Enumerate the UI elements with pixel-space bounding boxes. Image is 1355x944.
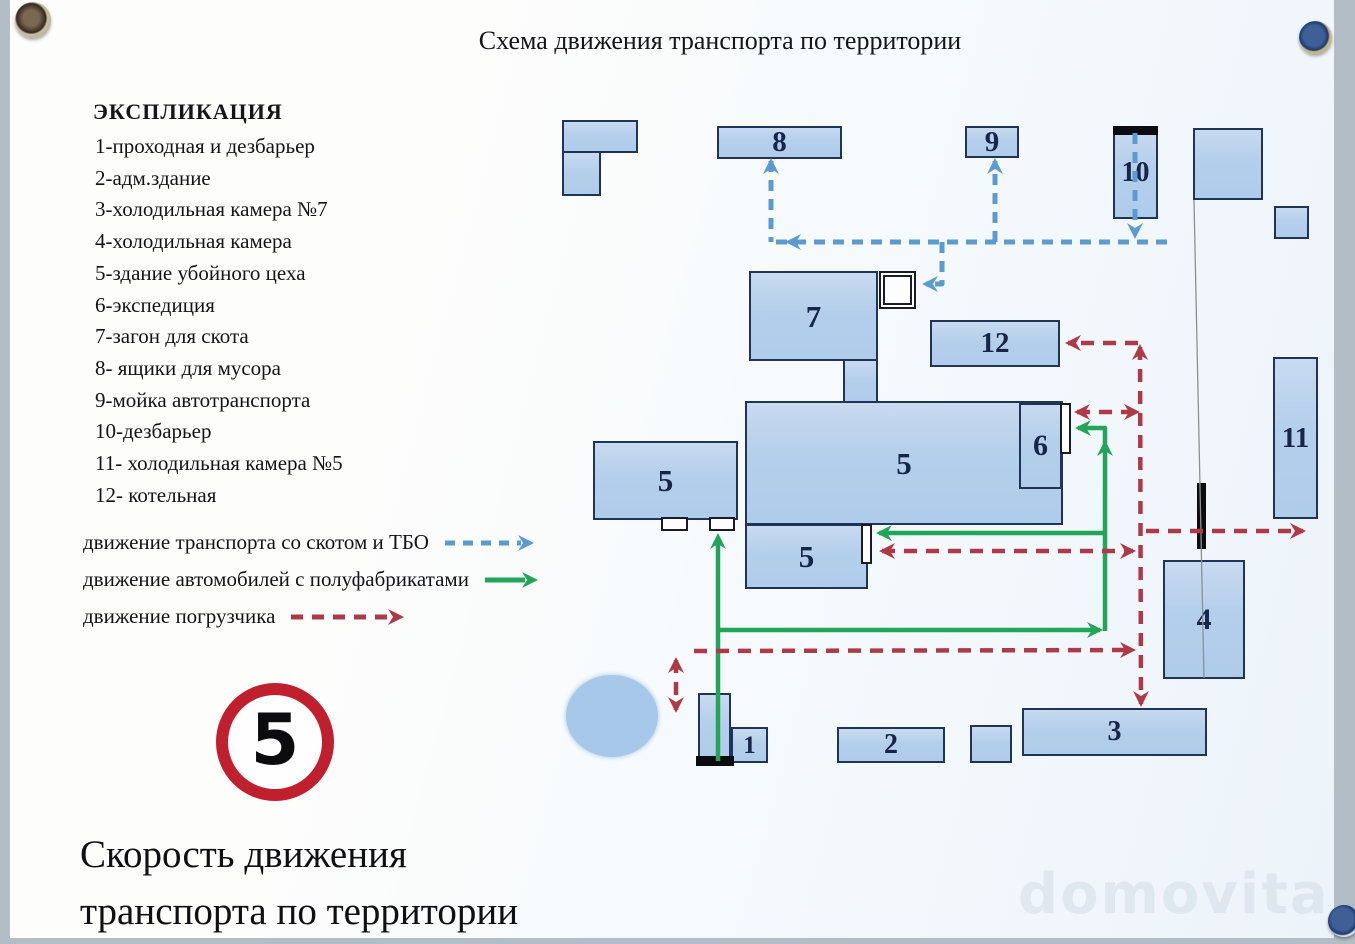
building-label: 10 [1121, 157, 1150, 188]
caption-line-1: Скорость движения [80, 833, 407, 876]
building-5: 5 [745, 524, 868, 589]
building-2: 2 [837, 727, 945, 763]
flow-legend-arrow-icon [484, 571, 538, 588]
legend-heading: ЭКСПЛИКАЦИЯ [93, 99, 283, 124]
building-6: 6 [1019, 403, 1062, 489]
building-label: 4 [1196, 602, 1212, 636]
legend-items: 1-проходная и дезбарьер 2-адм.здание 3-хол… [95, 131, 515, 511]
legend-item: 7-загон для скота [95, 324, 249, 349]
building-label: 1 [743, 731, 756, 759]
building-label: 3 [1107, 716, 1122, 747]
legend-item: 1-проходная и дезбарьер [95, 134, 315, 158]
door-marker [861, 524, 872, 564]
building-4: 4 [1163, 560, 1245, 679]
caption: Скорость движения транспорта по территор… [80, 826, 518, 940]
speed-limit-value: 5 [250, 699, 300, 781]
gate-bar [1113, 126, 1158, 135]
legend-item: 9-мойка автотранспорта [95, 387, 311, 412]
building-label: 11 [1281, 421, 1310, 454]
pushpin-top-right-icon [1299, 21, 1332, 54]
legend-item: 6-экспедиция [95, 292, 215, 317]
building-unlabeled [562, 120, 638, 153]
door-marker [661, 517, 688, 531]
flow-legend-label: движение погрузчика [83, 604, 276, 628]
flow-legend-row: движение автомобилей с полуфабрикатами [83, 561, 541, 598]
speed-limit-sign: 5 [216, 683, 334, 801]
building-7: 7 [749, 271, 878, 361]
flow-legend-arrow-icon [291, 608, 405, 625]
door-marker-inner [883, 275, 912, 305]
building-label: 5 [896, 445, 912, 481]
pond [566, 675, 658, 757]
flow-legend-label: движение автомобилей с полуфабрикатами [83, 567, 469, 591]
door-marker [1060, 403, 1071, 454]
building-label: 5 [798, 539, 815, 574]
legend-item: 11- холодильная камера №5 [95, 451, 343, 476]
building-5: 5 [745, 401, 1063, 525]
flow-legend-label: движение транспорта со скотом и ТБО [83, 530, 429, 554]
building-unlabeled [970, 725, 1012, 763]
legend-item: 4-холодильная камера [95, 229, 292, 254]
building-5: 5 [593, 441, 738, 520]
legend-item: 3-холодильная камера №7 [95, 197, 328, 222]
building-unlabeled [1193, 128, 1263, 200]
building-unlabeled [1274, 206, 1309, 239]
building-12: 12 [930, 320, 1060, 367]
door-marker [709, 517, 735, 531]
page-title: Схема движения транспорта по территории [478, 26, 962, 55]
building-unlabeled [562, 151, 601, 196]
gate-bar [1197, 483, 1206, 549]
watermark: domovita [1018, 862, 1330, 927]
building-label: 5 [657, 463, 674, 498]
building-9: 9 [965, 126, 1019, 158]
building-unlabeled [843, 359, 878, 403]
legend-item: 10-дезбарьер [95, 419, 212, 444]
pushpin-top-left-icon [15, 2, 51, 38]
building-11: 11 [1273, 357, 1318, 519]
building-8: 8 [717, 126, 842, 159]
caption-line-2: транспорта по территории [80, 890, 519, 933]
building-unlabeled [698, 693, 731, 762]
legend-item: 8- ящики для мусора [95, 355, 282, 380]
building-label: 12 [980, 327, 1010, 359]
building-1: 1 [731, 727, 768, 763]
building-label: 6 [1033, 429, 1048, 462]
building-label: 2 [884, 729, 898, 760]
flow-legend-row: движение погрузчика [83, 598, 541, 635]
door-marker [879, 271, 916, 309]
flow-legend: движение транспорта со скотом и ТБО движе… [83, 524, 541, 635]
legend-item: 2-адм.здание [95, 165, 211, 190]
building-label: 9 [984, 125, 1000, 158]
legend-item: 5-здание убойного цеха [95, 260, 306, 285]
building-label: 7 [805, 298, 822, 334]
building-10: 10 [1113, 127, 1158, 219]
flow-legend-arrow-icon [444, 534, 534, 551]
gate-bar [696, 756, 734, 766]
pushpin-bottom-right-icon [1328, 905, 1355, 937]
building-label: 8 [772, 126, 787, 158]
building-3: 3 [1022, 708, 1207, 756]
legend-item: 12- котельная [95, 482, 217, 507]
flow-legend-row: движение транспорта со скотом и ТБО [83, 524, 541, 561]
